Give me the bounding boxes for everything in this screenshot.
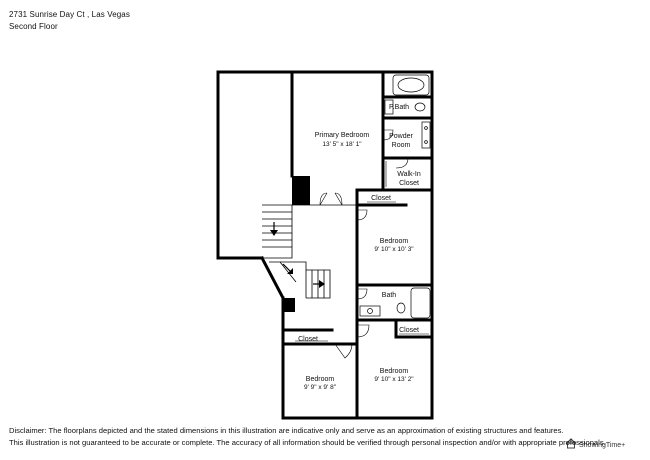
room-label-bedroom-bl: Bedroom (306, 376, 335, 383)
door-bedroom-bl (334, 343, 353, 359)
door-bath (356, 288, 368, 300)
toilet-pbath-icon (414, 102, 426, 112)
staircase (262, 204, 331, 299)
room-label-walkin-1: Walk-In (397, 171, 421, 178)
wall-angled (259, 255, 286, 301)
vanity-powder-icon (421, 121, 431, 149)
room-dims-bedroom-br: 9' 10" x 13' 2" (374, 376, 414, 383)
window-top-primary (320, 70, 352, 74)
sink-powder-1-icon (424, 126, 428, 130)
column-top (292, 176, 310, 205)
sink-pbath-icon (384, 99, 394, 115)
room-label-bedroom-br: Bedroom (380, 368, 409, 375)
bathtub-hall (410, 287, 431, 319)
room-label-p-bath: P.Bath (389, 104, 409, 111)
stair-arrow-right-icon (313, 280, 325, 288)
door-bedroom-mid (356, 209, 368, 221)
room-dims-bedroom-bl: 9' 9" x 9' 8" (304, 384, 337, 391)
room-dims-bedroom-mid: 9' 10" x 10' 3" (374, 246, 414, 253)
stair-arrow-down-icon (270, 222, 278, 236)
window-top-left (250, 70, 275, 74)
window-bottom-bedroom (307, 416, 335, 420)
floor-label: Second Floor (9, 22, 58, 31)
sink-bath-basin-icon (367, 308, 373, 314)
stair-arrow-diagonal-icon (282, 263, 293, 274)
room-label-bedroom-mid: Bedroom (380, 238, 409, 245)
property-address: 2731 Sunrise Day Ct , Las Vegas (9, 10, 130, 19)
column-bottom (283, 298, 295, 312)
door-powder (382, 129, 394, 141)
room-label-closet-top: Closet (371, 195, 391, 202)
room-label-bath: Bath (382, 292, 397, 299)
room-label-powder-2: Room (392, 142, 411, 149)
door-bedroom-br (356, 324, 370, 338)
room-dims-primary-bedroom: 13' 5" x 18' 1" (322, 141, 362, 148)
window-bottom-bedroom2 (382, 416, 410, 420)
disclaimer-line-2: This illustration is not guaranteed to b… (9, 438, 606, 447)
room-label-walkin-2: Closet (399, 180, 419, 187)
svg-text:ShowingTime+: ShowingTime+ (579, 442, 625, 449)
showingtime-logo: ShowingTime+ (565, 438, 625, 449)
room-label-closet-left: Closet (298, 336, 318, 343)
room-label-powder-1: Powder (389, 133, 413, 140)
room-label-primary-bedroom: Primary Bedroom (315, 132, 370, 139)
sink-powder-2-icon (424, 140, 428, 144)
disclaimer-line-1: Disclaimer: The floorplans depicted and … (9, 426, 564, 435)
window-right-bedroom (430, 225, 434, 255)
toilet-bath-icon (396, 302, 406, 314)
window-left-bedroom (281, 375, 285, 395)
door-walkin (395, 157, 409, 169)
window-left (216, 195, 220, 225)
room-label-closet-right: Closet (399, 327, 419, 334)
door-primary-double (319, 192, 343, 206)
tub-basin-icon (397, 77, 425, 93)
